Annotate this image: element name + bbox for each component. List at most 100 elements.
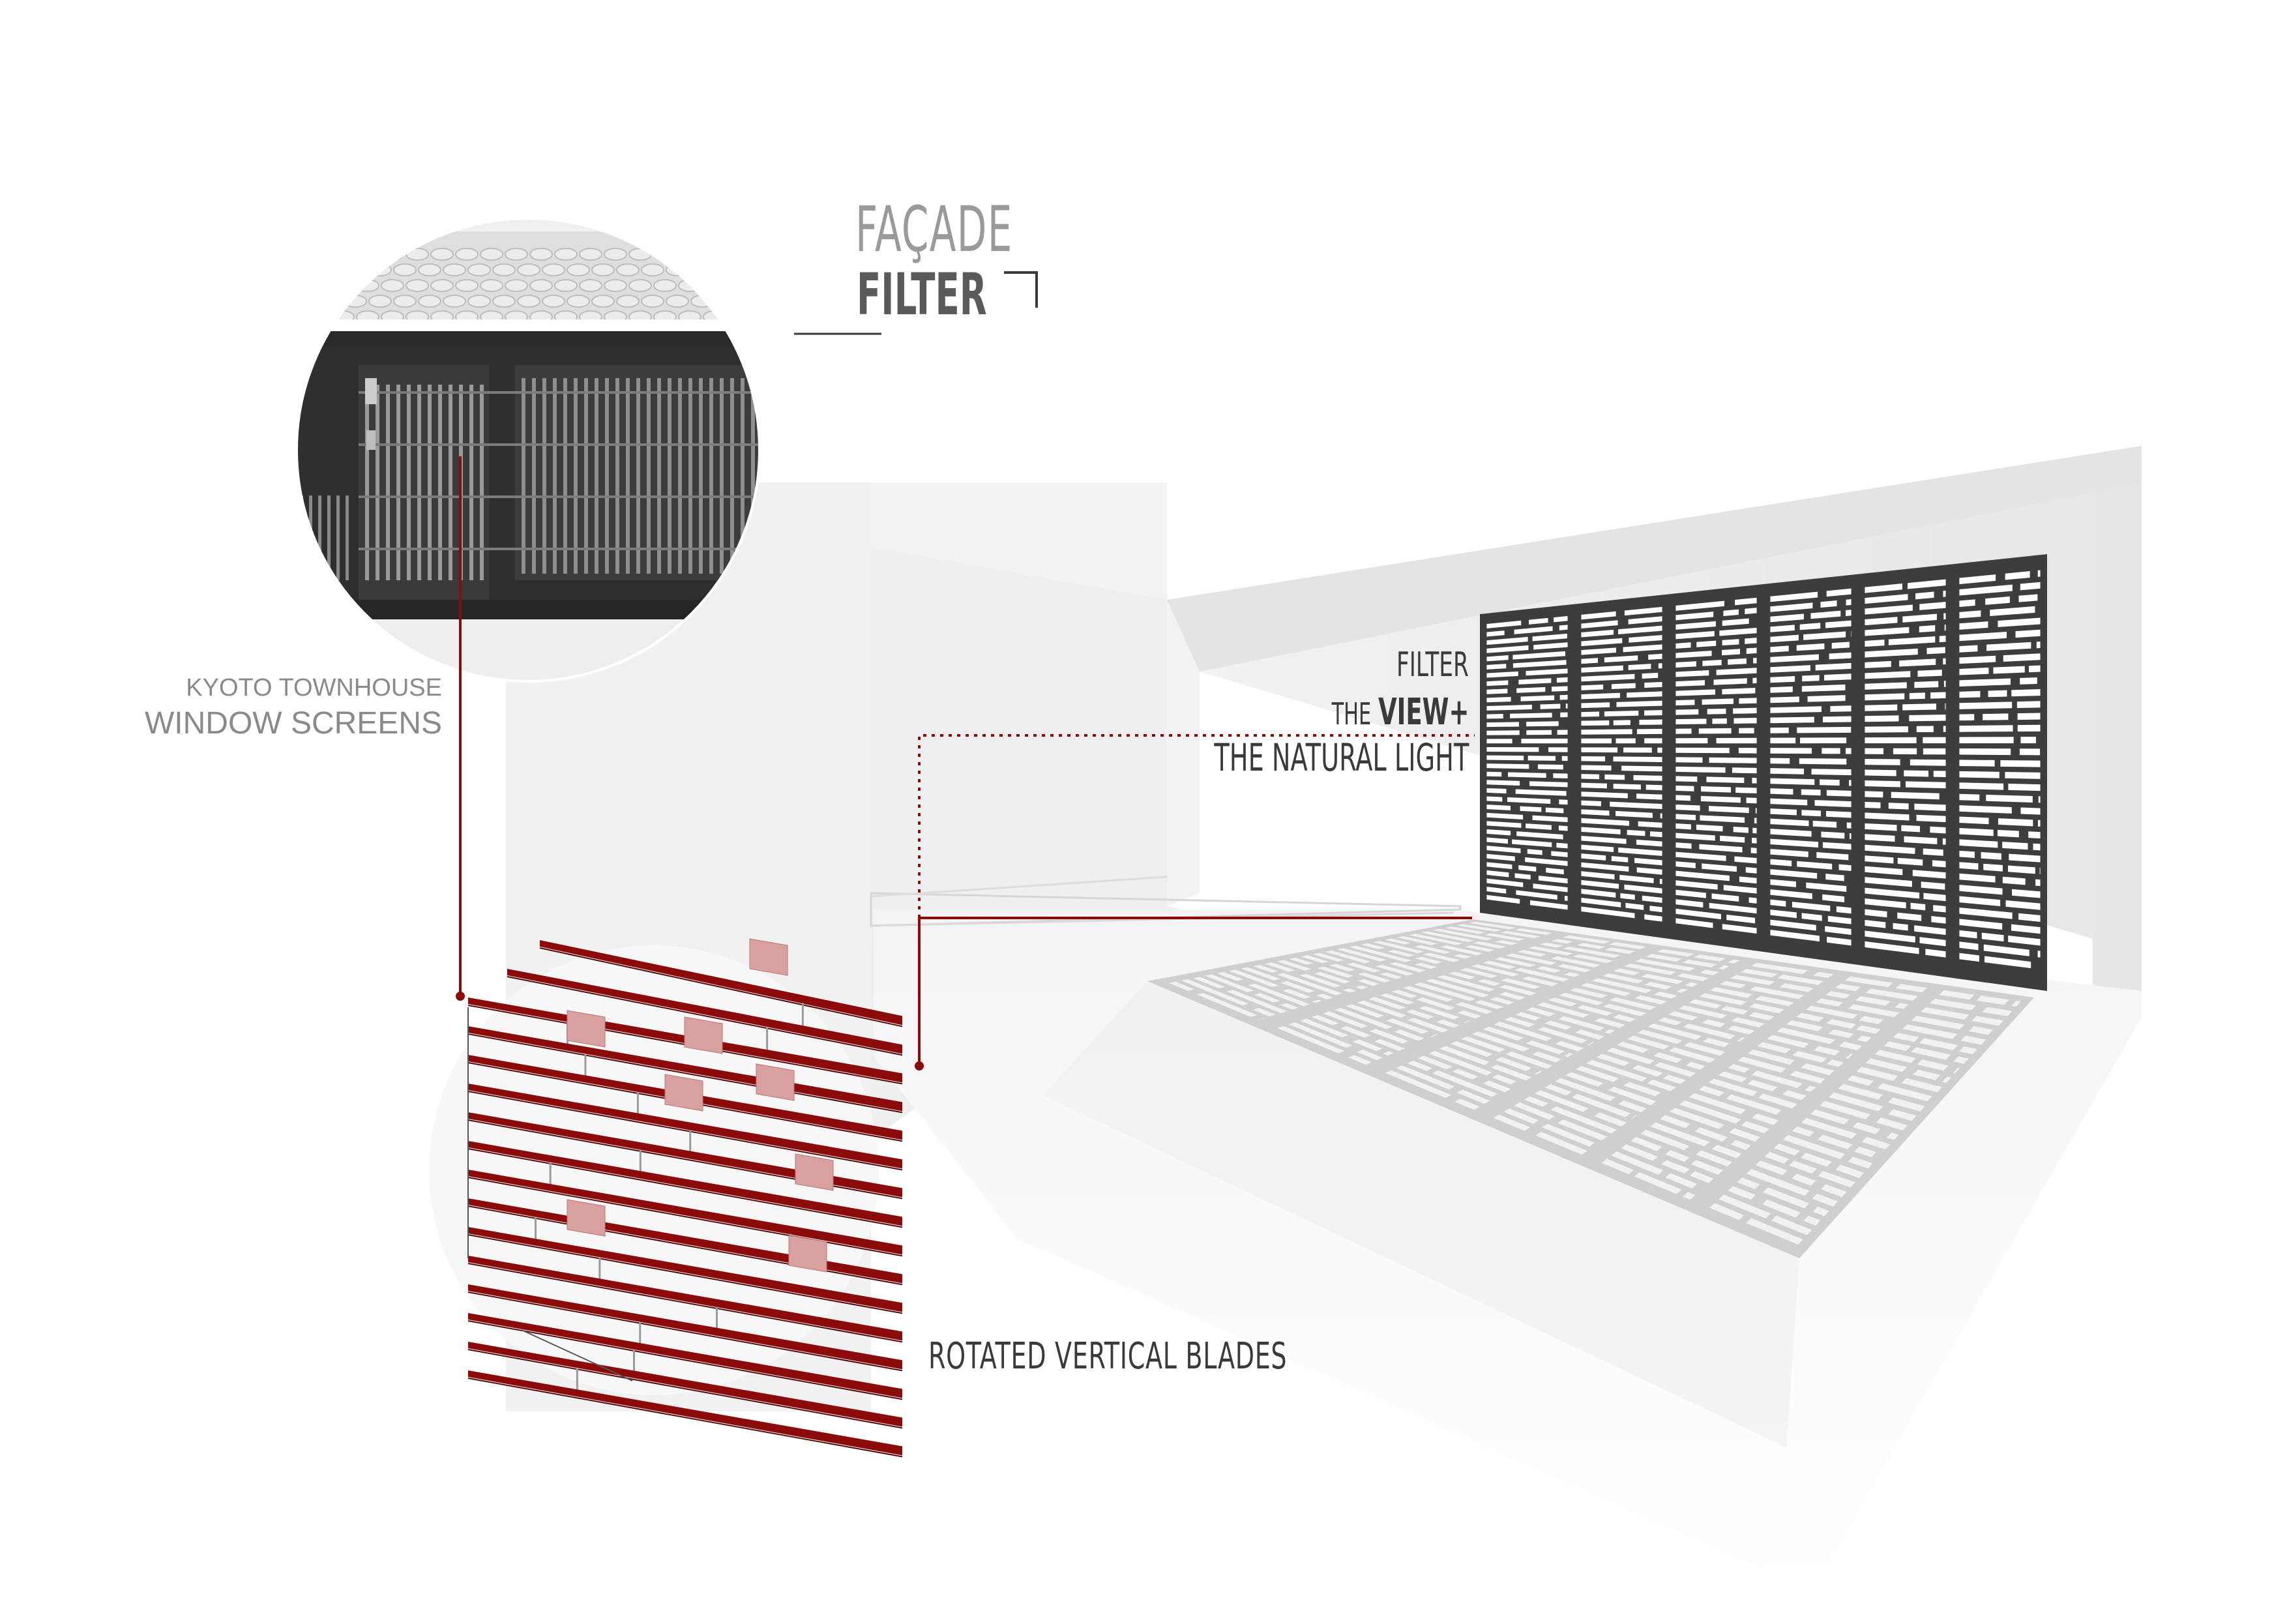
- roof-tile: [728, 248, 750, 260]
- screen-slot: [1981, 852, 2001, 860]
- screen-slot: [1621, 765, 1662, 771]
- screen-slot: [1901, 825, 1920, 833]
- screen-slot: [1914, 681, 1938, 688]
- roof-tile: [518, 264, 540, 276]
- screen-slot: [1746, 867, 1757, 874]
- filter-label-line2: THE VIEW+: [1331, 691, 1469, 733]
- roof-tile: [332, 248, 354, 260]
- screen-slot: [1940, 636, 1946, 642]
- lattice-bar: [709, 378, 713, 574]
- filter-label: FILTER THE VIEW+ THE NATURAL LIGHT: [1078, 645, 1469, 789]
- lattice-bar: [469, 385, 473, 580]
- lattice-bar: [532, 378, 536, 574]
- screen-slot: [1675, 786, 1694, 791]
- lattice-bar: [376, 385, 379, 580]
- screen-slot: [1824, 673, 1851, 681]
- roof-tile: [282, 311, 304, 323]
- roof-tile: [468, 264, 490, 276]
- screen-slot: [1865, 737, 1916, 743]
- screen-slot: [1865, 770, 1896, 776]
- lattice-bar: [300, 495, 303, 580]
- screen-slot: [1752, 838, 1756, 844]
- lattice-bar: [396, 385, 400, 580]
- lattice-bar: [318, 495, 321, 580]
- screen-slot: [1486, 688, 1507, 694]
- screen-slot: [2038, 570, 2041, 576]
- lattice-bar: [407, 385, 411, 580]
- screen-slot: [2018, 725, 2041, 731]
- lattice-rail: [359, 548, 763, 550]
- screen-slot: [2017, 701, 2041, 708]
- screen-slot: [1581, 801, 1601, 806]
- screen-slot: [1709, 758, 1757, 763]
- screen-slot: [1959, 782, 2003, 790]
- roof-tile: [282, 248, 304, 260]
- screen-slot: [1581, 756, 1605, 761]
- screen-slot: [1910, 760, 1946, 766]
- screen-slot: [1820, 779, 1840, 786]
- roof-tile: [307, 280, 329, 291]
- screen-slot: [1945, 625, 1946, 631]
- lattice-bar: [542, 378, 546, 574]
- lattice-bar: [720, 378, 724, 574]
- roof-tile: [592, 295, 614, 307]
- screen-slot: [1675, 823, 1690, 829]
- roof-tile: [332, 280, 354, 291]
- screen-slot: [1702, 660, 1721, 666]
- screen-slot: [1745, 638, 1756, 644]
- roof-tile: [431, 280, 453, 291]
- roof-tile: [493, 295, 515, 307]
- screen-slot: [2038, 951, 2041, 958]
- roof-tile: [617, 264, 639, 276]
- screen-slot: [2039, 796, 2041, 803]
- screen-slot: [1604, 775, 1625, 780]
- lattice-bar: [417, 385, 421, 580]
- screen-slot: [1614, 720, 1630, 725]
- screen-slot: [1917, 670, 1941, 677]
- screen-slot: [2029, 666, 2040, 673]
- screen-slot: [1756, 808, 1757, 814]
- lattice-bar: [309, 495, 312, 580]
- roof-tile: [555, 280, 577, 291]
- roof-tile: [716, 295, 738, 307]
- screen-slot: [1865, 705, 1897, 711]
- lattice-bar: [626, 378, 630, 574]
- screen-slot: [1865, 802, 1880, 808]
- roof-tile: [319, 295, 342, 307]
- screen-slot: [1650, 831, 1662, 837]
- roof-tile: [629, 280, 651, 291]
- lattice-bar: [699, 378, 703, 574]
- lattice-bar: [584, 378, 588, 574]
- lattice-bar: [480, 385, 484, 580]
- screen-slot: [1799, 758, 1847, 765]
- screen-slot: [1832, 642, 1850, 649]
- screen-slot: [1734, 827, 1748, 833]
- screen-slot: [1926, 647, 1945, 654]
- screen-slot: [1642, 673, 1659, 679]
- screen-slot: [1749, 897, 1757, 904]
- roof-tile: [542, 264, 565, 276]
- screen-slot: [1557, 677, 1568, 683]
- screen-slot: [1865, 748, 1883, 754]
- screen-slot: [1797, 727, 1851, 733]
- filter-label-the: THE: [1331, 696, 1371, 731]
- roof-tile: [741, 295, 763, 307]
- lattice-bar: [688, 378, 692, 574]
- screen-slot: [1614, 784, 1641, 790]
- screen-slot: [1846, 599, 1852, 606]
- screen-slot: [1923, 737, 1945, 744]
- screen-slot: [1581, 685, 1603, 690]
- screen-slot: [1660, 879, 1662, 884]
- screen-slot: [1552, 686, 1568, 691]
- screen-slot: [1846, 610, 1852, 616]
- screen-slot: [1581, 774, 1599, 779]
- screen-slot: [1751, 848, 1757, 853]
- screen-slot: [1846, 748, 1852, 754]
- title-facade: FAÇADE: [855, 193, 1013, 266]
- lattice-bar: [730, 378, 734, 574]
- lattice-bar: [365, 385, 369, 580]
- screen-slot: [1753, 658, 1756, 664]
- filter-label-view: VIEW+: [1378, 691, 1469, 733]
- screen-slot: [1909, 715, 1945, 721]
